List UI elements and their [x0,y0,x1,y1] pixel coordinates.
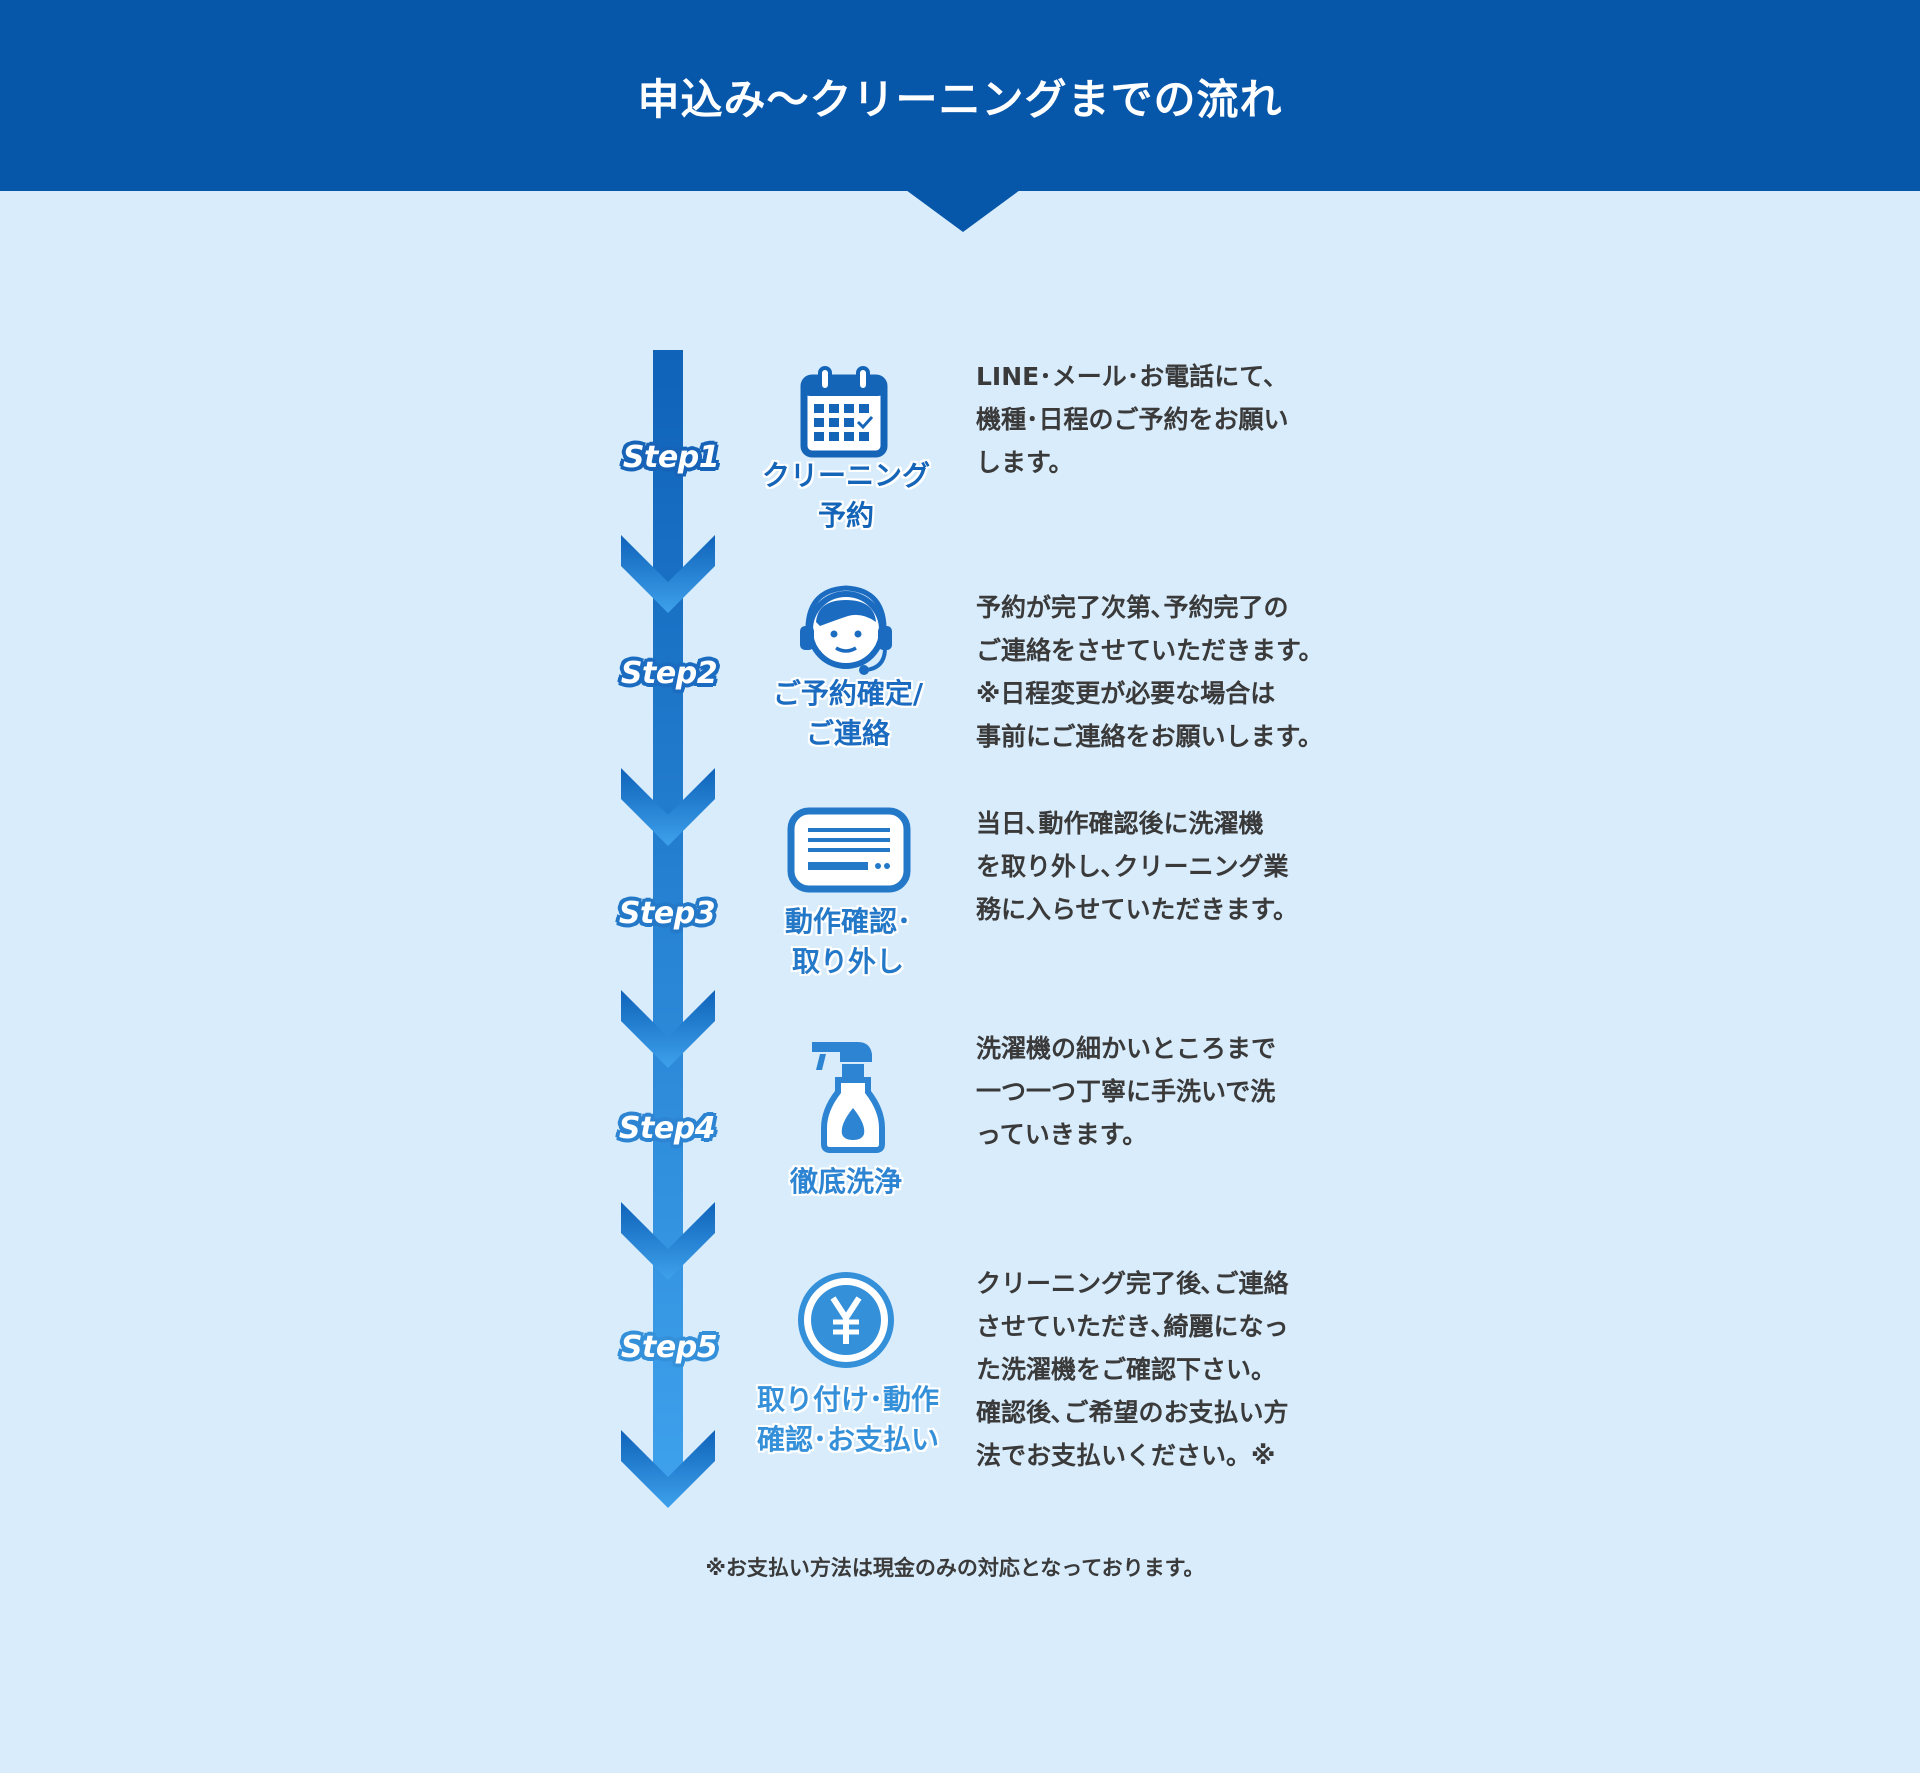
step4-badge: Step4 [618,1111,716,1146]
step5-description-line: させていただき､綺麗になっ [976,1312,1289,1341]
operator-headset-icon [800,585,892,675]
spray-bottle-icon [812,1042,885,1153]
step4-title: 徹底洗浄 [746,1162,946,1202]
step5-description-line: 法でお支払いください。※ [976,1441,1276,1470]
step3-title: 動作確認･ 取り外し [748,902,948,982]
step3-title-line: 取り外し [791,945,904,978]
step4-title-line: 徹底洗浄 [789,1165,902,1198]
step5-title-line: 確認･お支払い [756,1423,939,1456]
step1-title: クリーニング 予約 [746,456,946,536]
step3-title-line: 動作確認･ [784,905,911,938]
step5-description: クリーニング完了後､ご連絡 させていただき､綺麗になっ た洗濯機をご確認下さい。… [976,1262,1336,1477]
step1-description-line: します。 [976,448,1074,477]
step1-title-line: 予約 [817,499,874,532]
step3-badge: Step3 [618,896,716,931]
yen-coin-icon [798,1272,894,1368]
step1-description: LINE･メール･お電話にて、 機種･日程のご予約をお願い します。 [976,355,1336,484]
step5-description-line: クリーニング完了後､ご連絡 [976,1269,1289,1298]
step2-description: 予約が完了次第､予約完了の ご連絡をさせていただきます。 ※日程変更が必要な場合… [976,586,1336,758]
step1-description-line: LINE･メール･お電話にて、 [976,362,1288,391]
step2-title-line: ご予約確定/ [772,677,924,710]
step3-description-line: 当日､動作確認後に洗濯機 [976,809,1264,838]
step1-badge: Step1 [622,440,720,475]
step3-description-line: 務に入らせていただきます。 [976,895,1299,924]
step1-title-line: クリーニング [761,459,930,492]
step4-description-line: 洗濯機の細かいところまで [976,1034,1277,1063]
step5-description-line: た洗濯機をご確認下さい。 [976,1355,1277,1384]
step4-description-line: 一つ一つ丁寧に手洗いで洗 [976,1077,1276,1106]
step5-badge: Step5 [620,1330,718,1365]
step2-description-line: ご連絡をさせていただきます。 [976,636,1324,665]
flow-arrow [621,350,715,1508]
step5-title-line: 取り付け･動作 [756,1383,939,1416]
step2-description-line: ※日程変更が必要な場合は [976,679,1276,708]
step4-description: 洗濯機の細かいところまで 一つ一つ丁寧に手洗いで洗 っていきます。 [976,1027,1336,1156]
header-banner [0,0,1920,191]
step4-description-line: っていきます。 [976,1120,1148,1149]
step3-description-line: を取り外し､クリーニング業 [976,852,1289,881]
step5-title: 取り付け･動作 確認･お支払い [748,1380,948,1460]
step2-title-line: ご連絡 [805,717,890,750]
step2-description-line: 予約が完了次第､予約完了の [976,593,1289,622]
payment-note: ※お支払い方法は現金のみの対応となっております。 [705,1556,1205,1580]
calendar-check-icon [800,366,888,458]
page-title: 申込み〜クリーニングまでの流れ [637,75,1283,124]
step2-description-line: 事前にご連絡をお願いします。 [976,722,1324,751]
step1-description-line: 機種･日程のご予約をお願い [976,405,1289,434]
header-pointer [906,190,1020,232]
air-conditioner-icon [787,807,911,893]
step2-badge: Step2 [620,656,718,691]
step2-title: ご予約確定/ ご連絡 [748,674,948,754]
step5-description-line: 確認後､ご希望のお支払い方 [976,1398,1289,1427]
step3-description: 当日､動作確認後に洗濯機 を取り外し､クリーニング業 務に入らせていただきます。 [976,802,1336,931]
